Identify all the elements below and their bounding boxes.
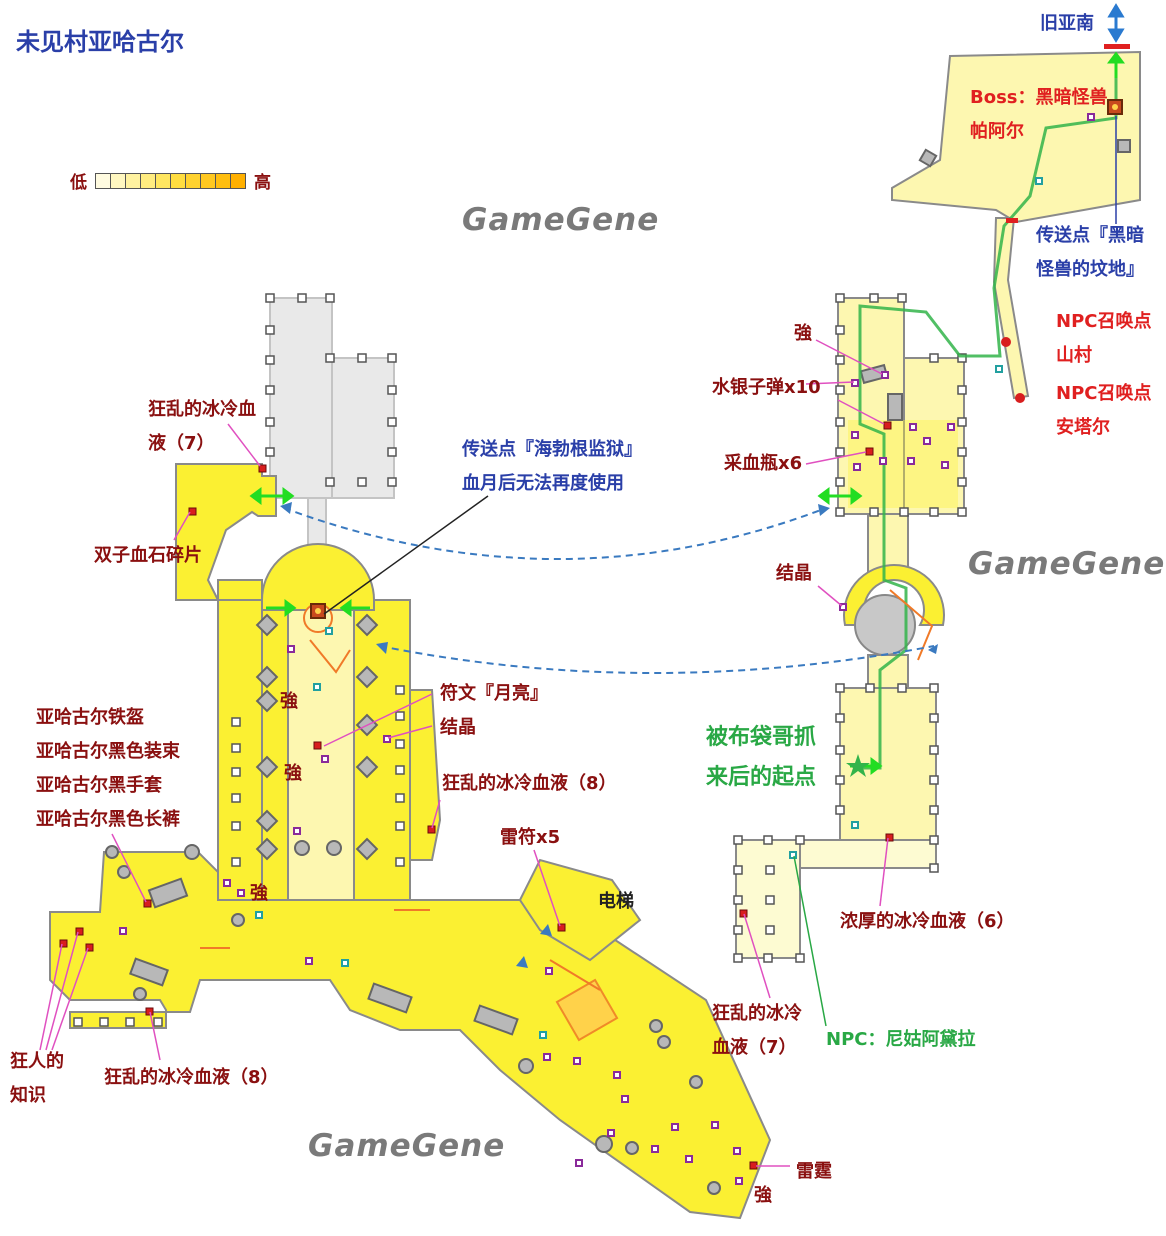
legend-cell [231,173,245,188]
legend-cell [156,173,171,188]
label-frenzy-blood-7-right-2: 血液（7） [712,1037,797,1058]
watermark: GameGene [308,1128,506,1164]
items-red [59,421,894,1170]
label-start-point-2: 来后的起点 [706,765,817,790]
watermark: GameGene [462,202,660,238]
label-crystal-right: 结晶 [776,563,812,584]
label-npc-summon-2: NPC召唤点 [1056,383,1152,404]
legend-cell [171,173,186,188]
label-strong: 強 [754,1185,772,1206]
label-npc-summon-2-place: 安塔尔 [1056,417,1110,438]
route-path [858,62,1118,770]
legend-cell [111,173,126,188]
legend-cell [141,173,156,188]
area-right-arena [843,513,945,689]
label-lamp-prison: 传送点『海勃根监狱』 [462,439,642,460]
legend-cell [216,173,231,188]
label-lightning-paper: 雷符x5 [500,827,561,848]
area-right-connector [799,839,937,869]
leader-lines-other [323,116,1117,1027]
legend: 低 高 [70,168,271,193]
dashed-links [283,507,935,674]
label-frenzy-blood-8-bottom: 狂乱的冰冷血液（8） [104,1067,279,1088]
label-frenzy-blood-7-left: 狂乱的冰冷血 [148,399,256,420]
label-strong: 強 [280,691,298,712]
legend-low: 低 [70,173,87,193]
items-teal [255,177,1043,1039]
label-start-point: 被布袋哥抓 [706,725,817,750]
label-old-yharnam: 旧亚南 [1040,13,1094,34]
label-quicksilver: 水银子弹x10 [712,377,821,398]
dash-arrowheads [280,502,938,968]
old-yharnam-arrow [1107,3,1125,43]
legend-cell [186,173,201,188]
label-lamp-prison-2: 血月后无法再度使用 [462,473,624,494]
label-armor-trousers: 亚哈古尔黑色长裤 [36,809,180,830]
start-star [846,754,870,777]
label-frenzy-blood-7-left-2: 液（7） [148,433,215,454]
label-elevator: 电梯 [598,891,634,912]
green-arrows [249,51,1125,775]
label-armor-garb: 亚哈古尔黑色装束 [36,741,180,762]
label-npc-summon-1: NPC召唤点 [1056,311,1152,332]
label-boss: Boss：黑暗怪兽 [970,87,1108,108]
label-madman-knowledge: 狂人的 [10,1051,64,1072]
label-thunder: 雷霆 [796,1161,832,1182]
label-frenzy-blood-7-right: 狂乱的冰冷 [712,1003,802,1024]
label-strong: 強 [250,883,268,904]
legend-cell [126,173,141,188]
label-npc-nun: NPC：尼姑阿黛拉 [826,1029,976,1050]
exit-marker [1104,44,1130,49]
watermark: GameGene [968,546,1166,582]
label-lamp-boss: 传送点『黑暗 [1036,225,1144,246]
area-left-town [49,463,772,1220]
legend-cell [96,173,111,188]
pillars [255,613,379,861]
label-crystal-left: 结晶 [440,717,476,738]
items-purple [119,113,1095,1185]
grid-posts [73,293,967,1027]
label-blood-vial: 采血瓶x6 [724,453,803,474]
legend-cell [201,173,216,188]
label-twin-shard: 双子血石碎片 [94,545,202,566]
obstacles [105,139,1131,1195]
area-boss [891,50,1141,224]
legend-gradient-bar [95,172,246,189]
npc-summon-icon [1015,393,1025,403]
label-armor-gloves: 亚哈古尔黑手套 [36,775,162,796]
lamp-icon [310,603,326,619]
label-thick-blood: 浓厚的冰冷血液（6） [840,911,1015,932]
label-frenzy-blood-8-mid: 狂乱的冰冷血液（8） [442,773,617,794]
label-strong: 強 [794,323,812,344]
label-rune-moon: 符文『月亮』 [440,683,548,704]
label-npc-summon-1-place: 山村 [1056,345,1092,366]
label-strong: 強 [284,763,302,784]
legend-high: 高 [254,173,271,193]
label-lamp-boss-2: 怪兽的坟地』 [1036,259,1144,280]
leader-lines [39,339,889,1167]
npc-summon-icon [1001,337,1011,347]
lamp-icon [1107,99,1123,115]
page-title: 未见村亚哈古尔 [16,28,184,56]
label-armor-helm: 亚哈古尔铁盔 [36,707,144,728]
door-marker [1006,218,1018,223]
label-madman-knowledge-2: 知识 [10,1085,46,1106]
label-boss-name: 帕阿尔 [970,121,1024,142]
